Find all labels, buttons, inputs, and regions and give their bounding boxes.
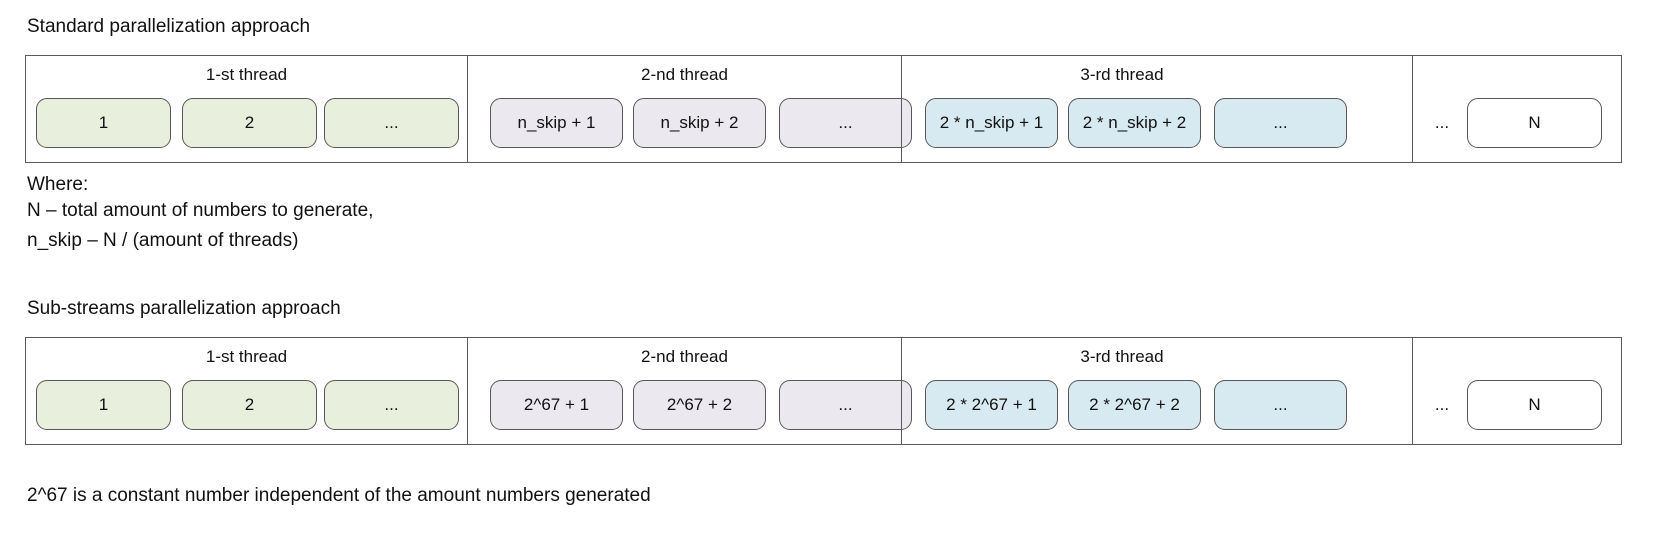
thread-group-3-substreams: 3-rd thread 2 * 2^67 + 1 2 * 2^67 + 2 ..… — [901, 338, 1412, 444]
cell-substreams-t3-c3[interactable]: ... — [1214, 380, 1347, 430]
pill-row-tail-standard: ... N — [1413, 98, 1621, 150]
note-where-label: Where: — [27, 174, 89, 195]
cell-substreams-t3-c2[interactable]: 2 * 2^67 + 2 — [1068, 380, 1201, 430]
cell-substreams-t1-c3[interactable]: ... — [324, 380, 459, 430]
note-n-definition: N – total amount of numbers to generate, — [27, 200, 374, 221]
cell-standard-t2-c3[interactable]: ... — [779, 98, 912, 148]
cell-substreams-t2-c1[interactable]: 2^67 + 1 — [490, 380, 623, 430]
thread-label-3-standard: 3-rd thread — [1080, 65, 1164, 84]
cell-standard-t2-c2[interactable]: n_skip + 2 — [633, 98, 766, 148]
pill-row-1-substreams: 1 2 ... — [26, 380, 467, 432]
cell-standard-t3-c2[interactable]: 2 * n_skip + 2 — [1068, 98, 1201, 148]
cell-substreams-t2-c3[interactable]: ... — [779, 380, 912, 430]
cell-standard-t1-c1[interactable]: 1 — [36, 98, 171, 148]
thread-group-2-standard: 2-nd thread n_skip + 1 n_skip + 2 ... — [467, 56, 912, 162]
ellipsis-separator-standard: ... — [1434, 113, 1450, 132]
footer-caption: 2^67 is a constant number independent of… — [27, 485, 651, 506]
pill-row-3-substreams: 2 * 2^67 + 1 2 * 2^67 + 2 ... — [902, 380, 1412, 432]
section-title-substreams: Sub-streams parallelization approach — [27, 298, 341, 319]
thread-label-1-substreams: 1-st thread — [205, 347, 288, 366]
thread-label-3-substreams: 3-rd thread — [1080, 347, 1164, 366]
pill-row-3-standard: 2 * n_skip + 1 2 * n_skip + 2 ... — [902, 98, 1412, 150]
cell-standard-t1-c3[interactable]: ... — [324, 98, 459, 148]
cell-standard-tail-n[interactable]: N — [1467, 98, 1602, 148]
pill-row-1-standard: 1 2 ... — [26, 98, 467, 150]
cell-standard-t3-c1[interactable]: 2 * n_skip + 1 — [925, 98, 1058, 148]
section-title-standard: Standard parallelization approach — [27, 16, 311, 37]
cell-substreams-t2-c2[interactable]: 2^67 + 2 — [633, 380, 766, 430]
diagram-standard-parallelization: 1-st thread 1 2 ... 2-nd thread n_skip +… — [25, 55, 1622, 163]
note-nskip-definition: n_skip – N / (amount of threads) — [27, 230, 299, 251]
cell-substreams-t1-c2[interactable]: 2 — [182, 380, 317, 430]
cell-standard-t3-c3[interactable]: ... — [1214, 98, 1347, 148]
cell-substreams-t1-c1[interactable]: 1 — [36, 380, 171, 430]
thread-group-1-standard: 1-st thread 1 2 ... — [26, 56, 467, 162]
ellipsis-separator-substreams: ... — [1434, 395, 1450, 414]
thread-label-1-standard: 1-st thread — [205, 65, 288, 84]
thread-label-2-standard: 2-nd thread — [641, 65, 728, 84]
diagram-substreams-parallelization: 1-st thread 1 2 ... 2-nd thread 2^67 + 1… — [25, 337, 1622, 445]
cell-substreams-tail-n[interactable]: N — [1467, 380, 1602, 430]
thread-label-2-substreams: 2-nd thread — [641, 347, 728, 366]
thread-group-tail-substreams: ... N — [1412, 338, 1621, 444]
thread-group-tail-standard: ... N — [1412, 56, 1621, 162]
cell-standard-t2-c1[interactable]: n_skip + 1 — [490, 98, 623, 148]
pill-row-2-standard: n_skip + 1 n_skip + 2 ... — [468, 98, 912, 150]
thread-group-1-substreams: 1-st thread 1 2 ... — [26, 338, 467, 444]
pill-row-2-substreams: 2^67 + 1 2^67 + 2 ... — [468, 380, 912, 432]
cell-substreams-t3-c1[interactable]: 2 * 2^67 + 1 — [925, 380, 1058, 430]
thread-group-3-standard: 3-rd thread 2 * n_skip + 1 2 * n_skip + … — [901, 56, 1412, 162]
pill-row-tail-substreams: ... N — [1413, 380, 1621, 432]
thread-group-2-substreams: 2-nd thread 2^67 + 1 2^67 + 2 ... — [467, 338, 912, 444]
cell-standard-t1-c2[interactable]: 2 — [182, 98, 317, 148]
